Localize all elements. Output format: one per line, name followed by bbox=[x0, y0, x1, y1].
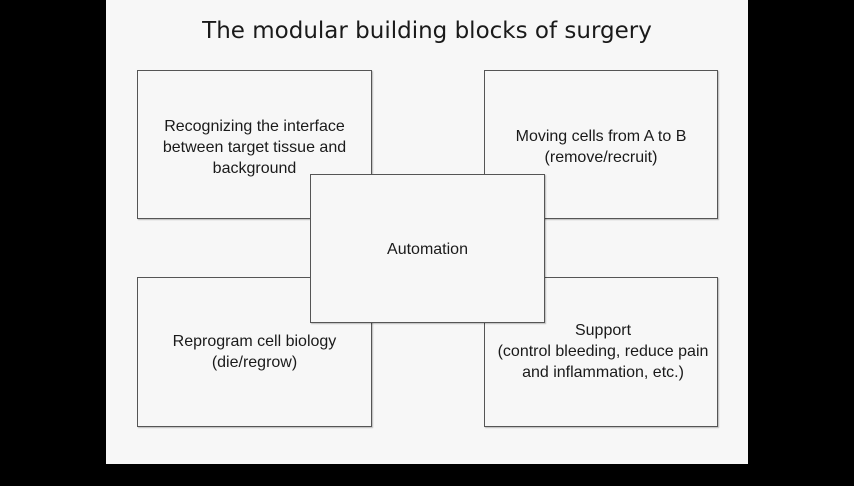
box-reprogram-cell-biology-label: Reprogram cell biology (die/regrow) bbox=[172, 333, 337, 371]
box-recognizing-interface-label: Recognizing the interface between target… bbox=[162, 118, 347, 177]
slide: The modular building blocks of surgery R… bbox=[106, 0, 748, 464]
slide-title: The modular building blocks of surgery bbox=[202, 18, 652, 44]
box-moving-cells: Moving cells from A to B (remove/recruit… bbox=[484, 70, 718, 219]
box-automation-label: Automation bbox=[387, 241, 468, 258]
box-recognizing-interface: Recognizing the interface between target… bbox=[137, 70, 372, 219]
box-support-label: Support (control bleeding, reduce pain a… bbox=[497, 322, 709, 381]
box-automation: Automation bbox=[310, 174, 545, 323]
box-moving-cells-label: Moving cells from A to B (remove/recruit… bbox=[515, 128, 687, 166]
